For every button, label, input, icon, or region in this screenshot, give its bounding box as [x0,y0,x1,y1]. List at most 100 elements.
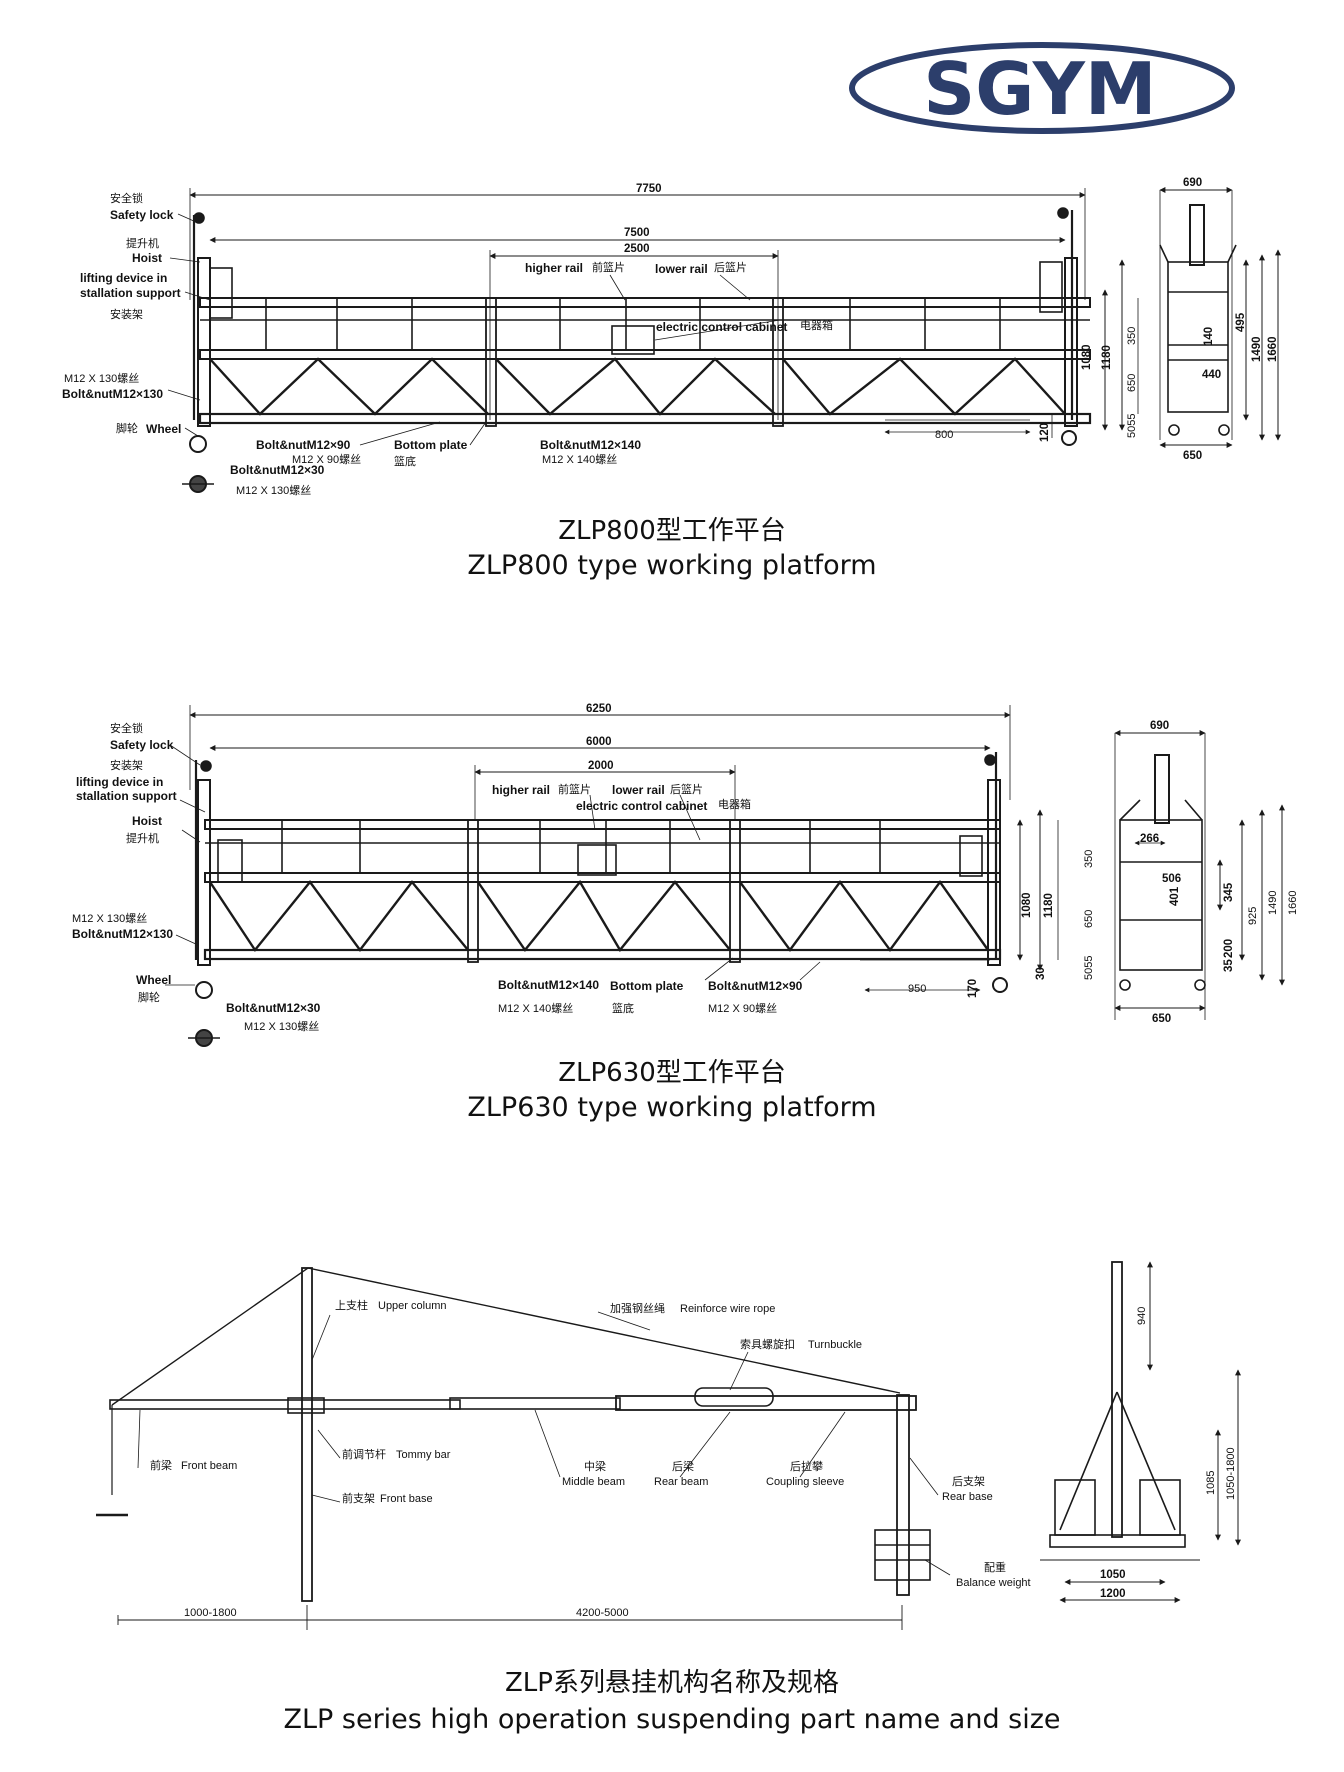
rear-beam-label: Rear beam [654,1476,708,1488]
suspension-caption-zh: ZLP系列悬挂机构名称及规格 [505,1668,839,1698]
dim-5055: 5055 [1126,414,1138,438]
middle-beam-zh: 中梁 [584,1459,606,1473]
dim-1200: 1200 [1100,1588,1126,1600]
dim-120: 120 [1039,423,1051,442]
bottom-zh-630: 篮底 [612,1001,634,1015]
lifting-label-630-1: lifting device in [76,775,163,789]
middle-beam-label: Middle beam [562,1476,625,1488]
dim-950: 950 [908,983,926,995]
m12-130b-zh: M12 X 130螺丝 [236,484,311,497]
side-dim-690-630: 690 [1150,720,1169,732]
bolt-130-label-630: Bolt&nutM12×130 [72,927,173,941]
m12-130-zh: M12 X 130螺丝 [64,372,139,385]
upper-column-label: Upper column [378,1300,446,1312]
cabinet-zh: 电器箱 [800,318,833,332]
bottom-plate-label: Bottom plate [394,438,468,452]
bolt-140-label: Bolt&nutM12×140 [540,438,641,452]
dim-940: 940 [1136,1307,1148,1325]
higher-rail-zh: 前篮片 [592,260,625,274]
lower-rail-zh-630: 后篮片 [670,782,703,796]
wheel-zh: 脚轮 [116,421,138,435]
m12-90-zh: M12 X 90螺丝 [292,453,361,466]
side-dim-345: 345 [1223,882,1235,902]
side-dim-650: 650 [1183,450,1202,462]
dim-1180: 1180 [1101,345,1113,370]
wheel-zh-630: 脚轮 [138,990,160,1004]
upper-column-zh: 上支柱 [335,1298,368,1312]
side-dim-35: 35 [1223,959,1235,972]
m12-90-zh-630: M12 X 90螺丝 [708,1002,777,1015]
zlp800-labels: 安全锁 Safety lock 提升机 Hoist lifting device… [62,183,1138,497]
safety-lock-label: Safety lock [110,208,174,222]
zlp800-front-view [167,188,1139,493]
dim-170: 170 [967,979,979,998]
dim-7750: 7750 [636,183,662,195]
bolt-130-label: Bolt&nutM12×130 [62,387,163,401]
rear-base-zh: 后支架 [952,1475,985,1488]
dim-650-630: 650 [1083,910,1095,928]
front-base-label: Front base [380,1493,433,1505]
dim-1180-630: 1180 [1043,893,1055,918]
bolt-30-label-630: Bolt&nutM12×30 [226,1001,321,1015]
dim-6000: 6000 [586,736,612,748]
zlp630-caption-en: ZLP630 type working platform [467,1092,877,1123]
side-dim-495: 495 [1235,312,1247,332]
wheel-label-630: Wheel [136,973,171,987]
hoist-zh-630: 提升机 [126,831,159,845]
dim-30: 30 [1035,967,1047,980]
zlp800-side-view [1159,187,1281,448]
reinforce-zh: 加强钢丝绳 [610,1301,665,1315]
cabinet-zh-630: 电器箱 [718,797,751,811]
cabinet-label-630: electric control cabinet [576,799,707,813]
install-support-zh: 安装架 [110,307,143,321]
safety-lock-zh: 安全锁 [110,191,143,205]
turnbuckle-zh: 索具螺旋扣 [740,1337,795,1351]
bolt-30-label: Bolt&nutM12×30 [230,463,325,477]
dim-1050-1800: 1050-1800 [1225,1447,1237,1500]
zlp630-side-view [1114,730,1285,1020]
side-dim-140: 140 [1203,327,1215,346]
side-dim-401: 401 [1169,886,1181,906]
m12-140-zh-630: M12 X 140螺丝 [498,1002,573,1015]
rear-beam-zh: 后梁 [672,1459,694,1473]
lifting-device-label-1: lifting device in [80,271,167,285]
dim-1080-630: 1080 [1021,892,1033,918]
dim-1080: 1080 [1081,344,1093,370]
zlp800-caption-zh: ZLP800型工作平台 [558,516,786,546]
cabinet-label: electric control cabinet [656,320,787,334]
higher-rail-zh-630: 前篮片 [558,782,591,796]
m12-140-zh: M12 X 140螺丝 [542,453,617,466]
zlp630-labels: 安全锁 Safety lock 安装架 lifting device in st… [72,703,1095,1033]
m12-130b-zh-630: M12 X 130螺丝 [244,1020,319,1033]
lifting-label-630-2: stallation support [76,789,177,803]
bolt-90-label: Bolt&nutM12×90 [256,438,351,452]
zlp800-side-labels: 690 495 1490 1660 440 140 650 [1183,177,1279,462]
reinforce-label: Reinforce wire rope [680,1303,775,1315]
bolt-90-label-630: Bolt&nutM12×90 [708,979,803,993]
lower-rail-zh: 后篮片 [714,260,747,274]
front-beam-label: Front beam [181,1460,237,1472]
logo-text: SGYM [923,47,1156,131]
side-dim-650-630: 650 [1152,1013,1171,1025]
coupling-label: Coupling sleeve [766,1476,844,1488]
tommy-bar-label: Tommy bar [396,1449,451,1461]
zlp630-side-labels: 690 266 506 401 345 925 1490 1660 200 35… [1140,720,1299,1025]
side-dim-266: 266 [1140,833,1159,845]
safety-lock-zh-630: 安全锁 [110,721,143,735]
hoist-zh: 提升机 [126,236,159,250]
suspension-caption-en: ZLP series high operation suspending par… [283,1704,1061,1735]
side-dim-690: 690 [1183,177,1202,189]
coupling-zh: 后拉攀 [790,1459,823,1473]
balance-weight-zh: 配重 [984,1560,1006,1574]
dim-2500: 2500 [624,243,650,255]
higher-rail-label: higher rail [525,261,583,275]
bottom-plate-label-630: Bottom plate [610,979,684,993]
dim-2000: 2000 [588,760,614,772]
tommy-bar-zh: 前调节杆 [342,1447,386,1461]
dim-1000-1800: 1000-1800 [184,1607,237,1619]
hoist-label-630: Hoist [132,814,162,828]
higher-rail-label-630: higher rail [492,783,550,797]
suspension-labels: 上支柱 Upper column 加强钢丝绳 Reinforce wire ro… [150,1298,1237,1619]
front-base-zh: 前支架 [342,1491,375,1505]
